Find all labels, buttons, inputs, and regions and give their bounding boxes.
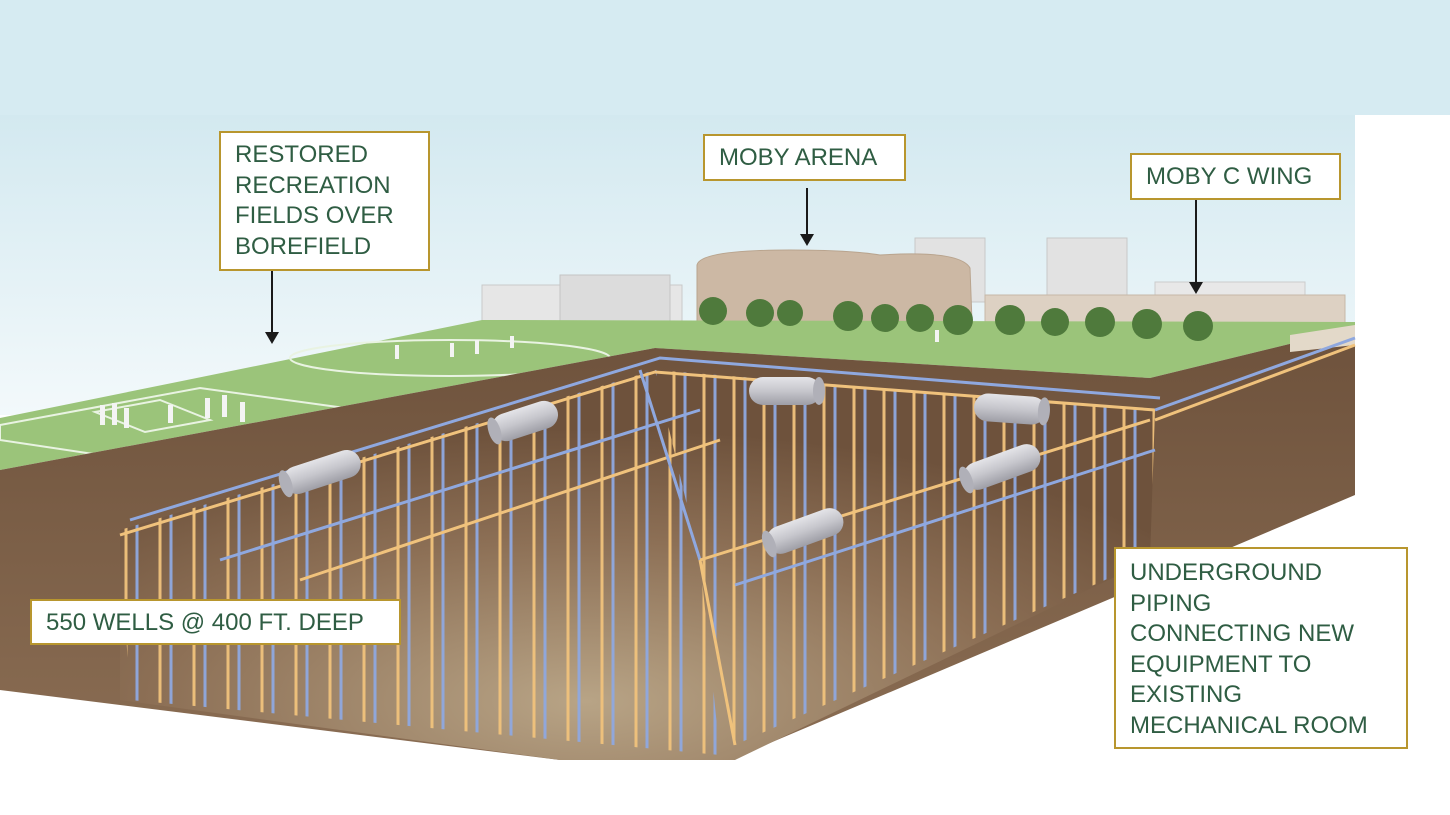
callout-line: 550 WELLS @ 400 FT. DEEP — [46, 608, 399, 639]
callout-line: BOREFIELD — [235, 232, 428, 263]
callout-line: EQUIPMENT TO — [1130, 650, 1406, 681]
callout-line: RESTORED — [235, 140, 428, 171]
callout-moby-c-wing: MOBY C WING — [1130, 153, 1341, 200]
cwing-arrow — [1195, 200, 1197, 292]
arena-arrow — [806, 188, 808, 244]
callout-line: RECREATION — [235, 171, 428, 202]
callout-line: MOBY ARENA — [719, 143, 904, 174]
callout-wells: 550 WELLS @ 400 FT. DEEP — [30, 599, 401, 645]
callout-line: UNDERGROUND — [1130, 558, 1406, 589]
callout-line: PIPING — [1130, 589, 1406, 620]
callout-underground-piping: UNDERGROUND PIPING CONNECTING NEW EQUIPM… — [1114, 547, 1408, 749]
callout-line: FIELDS OVER — [235, 201, 428, 232]
callout-line: MOBY C WING — [1146, 162, 1339, 193]
fields-arrow — [271, 270, 273, 342]
callout-recreation-fields: RESTORED RECREATION FIELDS OVER BOREFIEL… — [219, 131, 430, 271]
callout-moby-arena: MOBY ARENA — [703, 134, 906, 181]
sky-band — [0, 0, 1450, 115]
callout-line: MECHANICAL ROOM — [1130, 711, 1406, 742]
callout-line: EXISTING — [1130, 680, 1406, 711]
callout-line: CONNECTING NEW — [1130, 619, 1406, 650]
